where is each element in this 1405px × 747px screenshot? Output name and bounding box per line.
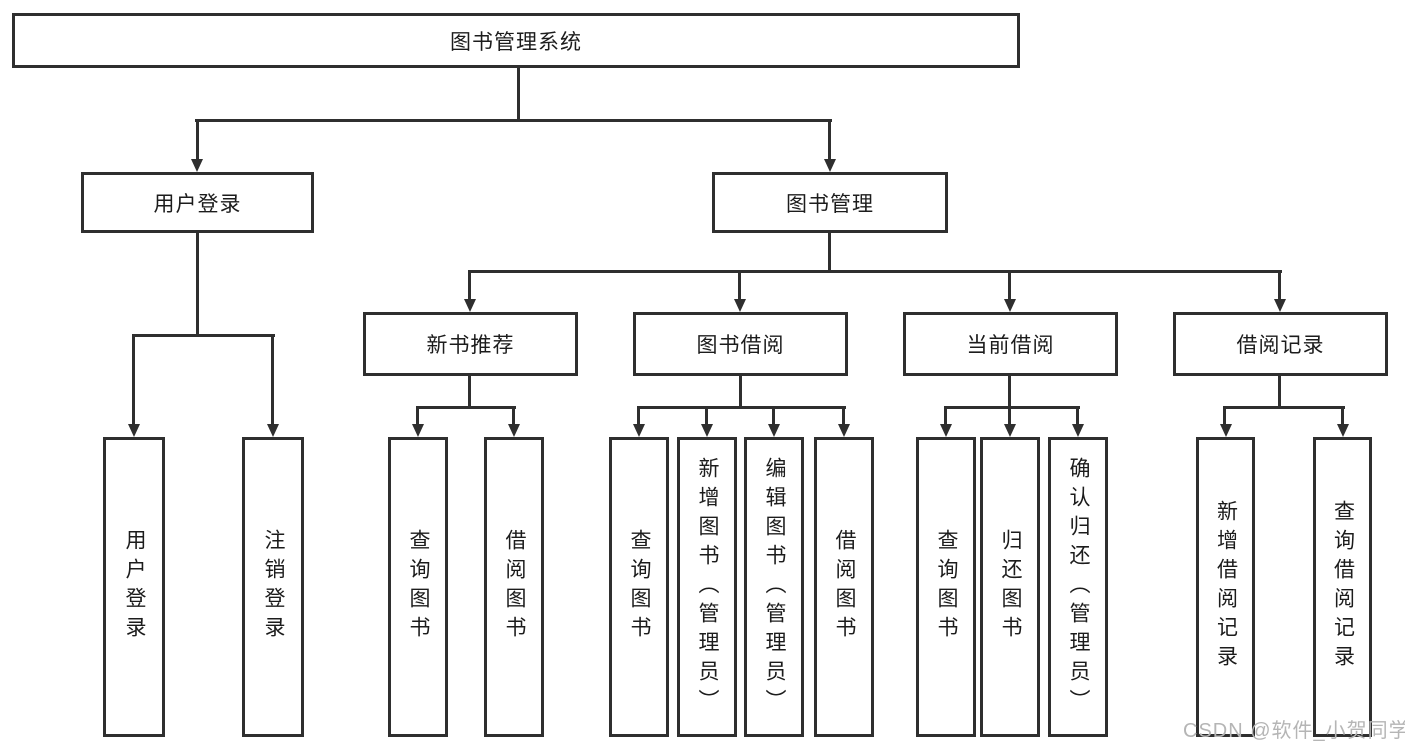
- node-book-borrow-label: 图书借阅: [696, 334, 785, 357]
- leaf-query-book-borrow: 查询图书: [609, 437, 669, 737]
- node-borrow-record-label: 借阅记录: [1236, 334, 1325, 357]
- connector-book-borrow-rail: [637, 406, 846, 409]
- node-book-management-label: 图书管理: [786, 192, 874, 216]
- connector-leaf: [772, 409, 775, 425]
- leaf-confirm-return-admin: 确认归还（管理员）: [1048, 437, 1108, 737]
- node-new-book-recommend: 新书推荐: [363, 312, 578, 376]
- connector-leaf: [1223, 409, 1226, 425]
- arrow-down-icon: [464, 299, 476, 312]
- connector-leaf: [1008, 409, 1011, 425]
- node-user-login: 用户登录: [81, 172, 314, 233]
- connector-current-borrow-stem: [1008, 376, 1011, 408]
- node-book-borrow: 图书借阅: [633, 312, 848, 376]
- connector-to-book-mgmt: [828, 122, 831, 160]
- connector-to-leaf-user-login: [132, 337, 135, 425]
- leaf-query-book-recommend-label: 查询图书: [407, 529, 430, 645]
- connector-to-borrow-record: [1278, 273, 1281, 300]
- leaf-borrow-book: 借阅图书: [814, 437, 874, 737]
- arrow-down-icon: [1004, 424, 1016, 437]
- connector-leaf: [637, 409, 640, 425]
- leaf-borrow-book-recommend-label: 借阅图书: [503, 529, 526, 645]
- connector-leaf: [842, 409, 845, 425]
- leaf-query-book-current-label: 查询图书: [935, 529, 958, 645]
- connector-leaf: [512, 409, 515, 425]
- leaf-query-book-borrow-label: 查询图书: [628, 529, 651, 645]
- leaf-borrow-book-recommend: 借阅图书: [484, 437, 544, 737]
- connector-current-borrow-rail: [944, 406, 1080, 409]
- connector-user-login-rail: [132, 334, 275, 337]
- connector-new-book-rail: [416, 406, 516, 409]
- leaf-query-book-recommend: 查询图书: [388, 437, 448, 737]
- node-current-borrow-label: 当前借阅: [966, 334, 1055, 357]
- arrow-down-icon: [1072, 424, 1084, 437]
- connector-leaf: [705, 409, 708, 425]
- connector-leaf: [1341, 409, 1344, 425]
- leaf-add-borrow-record-label: 新增借阅记录: [1214, 500, 1238, 674]
- leaf-query-book-current: 查询图书: [916, 437, 976, 737]
- connector-book-borrow-stem: [739, 376, 742, 408]
- arrow-down-icon: [768, 424, 780, 437]
- csdn-watermark: CSDN @软件_小贺同学: [1183, 720, 1405, 742]
- leaf-return-book: 归还图书: [980, 437, 1040, 737]
- connector-root-stem: [517, 68, 520, 121]
- arrow-down-icon: [1004, 299, 1016, 312]
- node-root-system: 图书管理系统: [12, 13, 1020, 68]
- leaf-add-book-admin: 新增图书（管理员）: [677, 437, 737, 737]
- node-user-login-label: 用户登录: [153, 192, 242, 216]
- arrow-down-icon: [508, 424, 520, 437]
- arrow-down-icon: [1274, 299, 1286, 312]
- leaf-logout: 注销登录: [242, 437, 304, 737]
- connector-borrow-record-stem: [1278, 376, 1281, 408]
- node-book-management: 图书管理: [712, 172, 948, 233]
- leaf-add-book-admin-label: 新增图书（管理员）: [696, 456, 719, 718]
- arrow-down-icon: [824, 159, 836, 172]
- leaf-borrow-book-label: 借阅图书: [833, 529, 856, 645]
- leaf-query-borrow-record: 查询借阅记录: [1313, 437, 1372, 737]
- connector-book-mgmt-rail: [468, 270, 1282, 273]
- connector-leaf: [416, 409, 419, 425]
- arrow-down-icon: [940, 424, 952, 437]
- leaf-logout-label: 注销登录: [262, 529, 285, 645]
- connector-user-login-stem: [196, 233, 199, 336]
- arrow-down-icon: [128, 424, 140, 437]
- leaf-edit-book-admin: 编辑图书（管理员）: [744, 437, 804, 737]
- connector-to-book-borrow: [738, 273, 741, 300]
- arrow-down-icon: [1220, 424, 1232, 437]
- arrow-down-icon: [191, 159, 203, 172]
- arrow-down-icon: [267, 424, 279, 437]
- node-current-borrow: 当前借阅: [903, 312, 1118, 376]
- leaf-add-borrow-record: 新增借阅记录: [1196, 437, 1255, 737]
- node-root-label: 图书管理系统: [450, 30, 582, 54]
- connector-book-mgmt-stem: [828, 233, 831, 272]
- leaf-return-book-label: 归还图书: [999, 529, 1022, 645]
- arrow-down-icon: [701, 424, 713, 437]
- node-new-book-recommend-label: 新书推荐: [426, 334, 515, 357]
- arrow-down-icon: [412, 424, 424, 437]
- leaf-confirm-return-admin-label: 确认归还（管理员）: [1067, 456, 1090, 718]
- leaf-edit-book-admin-label: 编辑图书（管理员）: [763, 456, 786, 718]
- connector-to-current-borrow: [1008, 273, 1011, 300]
- arrow-down-icon: [633, 424, 645, 437]
- connector-to-user-login: [196, 122, 199, 160]
- arrow-down-icon: [838, 424, 850, 437]
- leaf-query-borrow-record-label: 查询借阅记录: [1331, 500, 1355, 674]
- connector-borrow-record-rail: [1223, 406, 1345, 409]
- connector-leaf: [944, 409, 947, 425]
- connector-root-rail: [195, 119, 832, 122]
- connector-to-new-book: [468, 273, 471, 300]
- connector-to-leaf-logout: [271, 337, 274, 425]
- connector-new-book-stem: [468, 376, 471, 408]
- arrow-down-icon: [1337, 424, 1349, 437]
- arrow-down-icon: [734, 299, 746, 312]
- leaf-user-login: 用户登录: [103, 437, 165, 737]
- leaf-user-login-label: 用户登录: [123, 529, 146, 645]
- connector-leaf: [1076, 409, 1079, 425]
- node-borrow-record: 借阅记录: [1173, 312, 1388, 376]
